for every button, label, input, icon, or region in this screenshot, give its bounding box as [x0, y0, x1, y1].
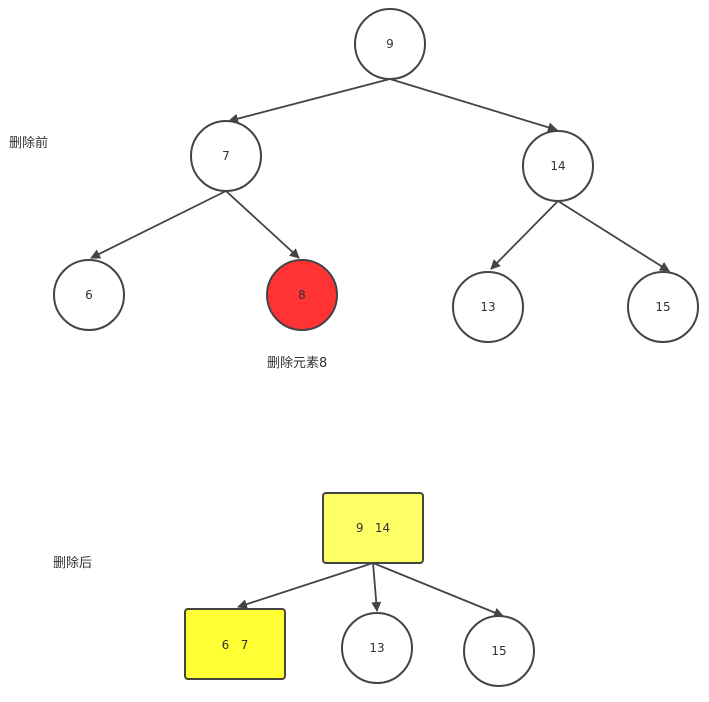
caption-delete-element: 删除元素8 [267, 356, 327, 371]
before-edges [90, 78, 670, 272]
edge-9-to-7 [228, 78, 391, 124]
tree-node-6-label: 6 [85, 288, 93, 302]
edge-9-to-14 [389, 78, 558, 133]
tree-node-8-label: 8 [298, 288, 306, 302]
merged-node-root-label: 9 14 [356, 521, 390, 535]
tree-node-8-deleted: 8 [266, 259, 338, 331]
edge-7-to-6 [90, 190, 227, 259]
tree-node-15-after: 15 [463, 615, 535, 687]
merged-node-left-label: 6 7 [222, 638, 249, 652]
tree-node-7: 7 [190, 120, 262, 192]
tree-node-15: 15 [627, 271, 699, 343]
edge-7-to-8 [225, 190, 300, 259]
edge-14-to-13 [490, 200, 559, 270]
caption-after-deletion: 删除后 [53, 556, 92, 571]
tree-node-13-after-label: 13 [369, 641, 384, 655]
caption-before-deletion: 删除前 [9, 135, 48, 151]
tree-node-14-label: 14 [550, 159, 565, 173]
edge-root-to-left [237, 562, 374, 609]
edge-root-to-right [372, 562, 504, 618]
merged-node-left: 6 7 [184, 608, 286, 680]
tree-node-13-label: 13 [480, 300, 495, 314]
tree-node-6: 6 [53, 259, 125, 331]
merged-node-root: 9 14 [322, 492, 424, 564]
tree-node-14: 14 [522, 130, 594, 202]
tree-node-13-after: 13 [341, 612, 413, 684]
tree-node-9-label: 9 [386, 37, 394, 51]
tree-node-15-label: 15 [655, 300, 670, 314]
edge-root-to-mid [371, 562, 382, 612]
tree-node-9: 9 [354, 8, 426, 80]
after-edges [237, 562, 504, 618]
edge-14-to-15 [557, 200, 670, 272]
tree-node-13: 13 [452, 271, 524, 343]
tree-node-7-label: 7 [222, 149, 230, 163]
tree-node-15-after-label: 15 [491, 644, 506, 658]
